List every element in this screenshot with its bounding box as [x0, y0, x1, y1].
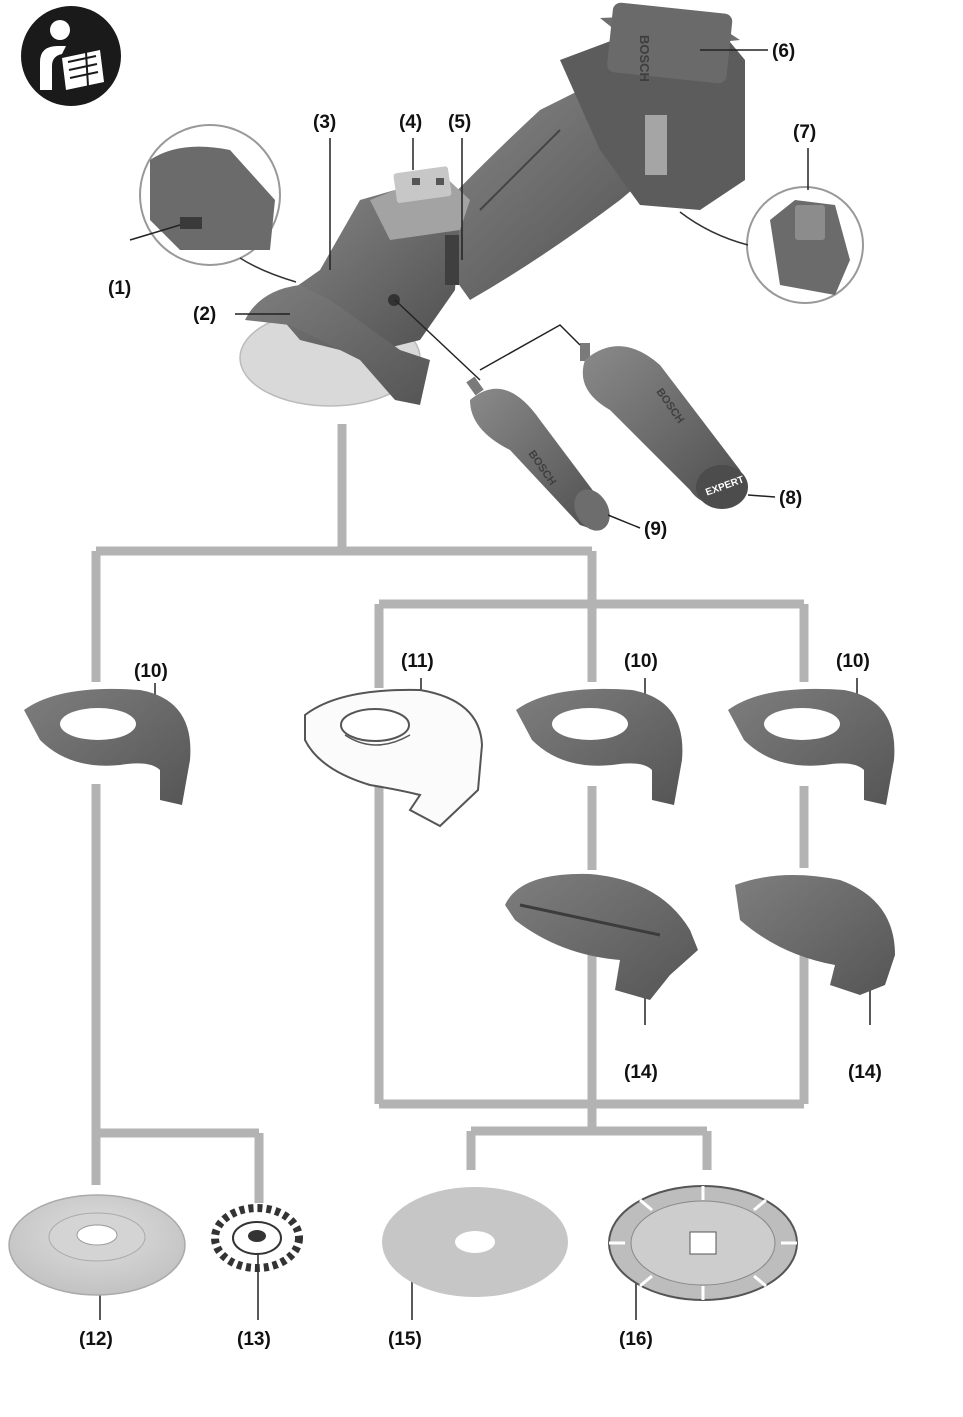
label-12: (12) — [79, 1329, 113, 1350]
cutting-disc-15 — [382, 1187, 568, 1297]
label-3: (3) — [313, 112, 337, 133]
label-7: (7) — [793, 122, 817, 143]
label-15: (15) — [388, 1329, 422, 1350]
label-6: (6) — [772, 41, 796, 62]
side-handle — [466, 376, 610, 531]
label-8: (8) — [779, 488, 803, 509]
wire-brush-13 — [211, 1204, 303, 1272]
label-13: (13) — [237, 1329, 271, 1350]
switch-button — [445, 235, 459, 285]
grinder-guard — [245, 285, 430, 405]
guard-10-right — [728, 688, 895, 805]
guard-11 — [304, 688, 484, 828]
label-10-right: (10) — [836, 651, 870, 672]
guard-10-center — [516, 688, 683, 805]
label-11: (11) — [401, 651, 434, 672]
label-5: (5) — [448, 112, 472, 133]
handle-vibration-control: EXPERT — [580, 343, 748, 509]
thread-hole — [388, 294, 400, 306]
angle-grinder: BOSCH — [139, 2, 864, 407]
flange-disc-12 — [8, 1194, 186, 1296]
cutting-attachment-14-right — [735, 875, 895, 995]
label-14-left: (14) — [624, 1062, 658, 1083]
label-4: (4) — [399, 112, 423, 133]
label-9: (9) — [644, 519, 668, 540]
battery-pack: BOSCH — [560, 2, 745, 210]
cutting-attachment-14-left — [505, 873, 698, 1000]
label-16: (16) — [619, 1329, 653, 1350]
connector-lines — [91, 424, 809, 1203]
guard-10-left — [24, 688, 191, 805]
read-manual-icon — [21, 6, 121, 106]
label-1: (1) — [108, 278, 132, 299]
label-10-left: (10) — [134, 661, 168, 682]
label-10-center: (10) — [624, 651, 658, 672]
diamond-disc-16 — [608, 1185, 798, 1301]
label-2: (2) — [193, 304, 217, 325]
battery-brand-text: BOSCH — [637, 35, 652, 82]
leader-lines — [99, 49, 871, 1320]
label-14-right: (14) — [848, 1062, 882, 1083]
